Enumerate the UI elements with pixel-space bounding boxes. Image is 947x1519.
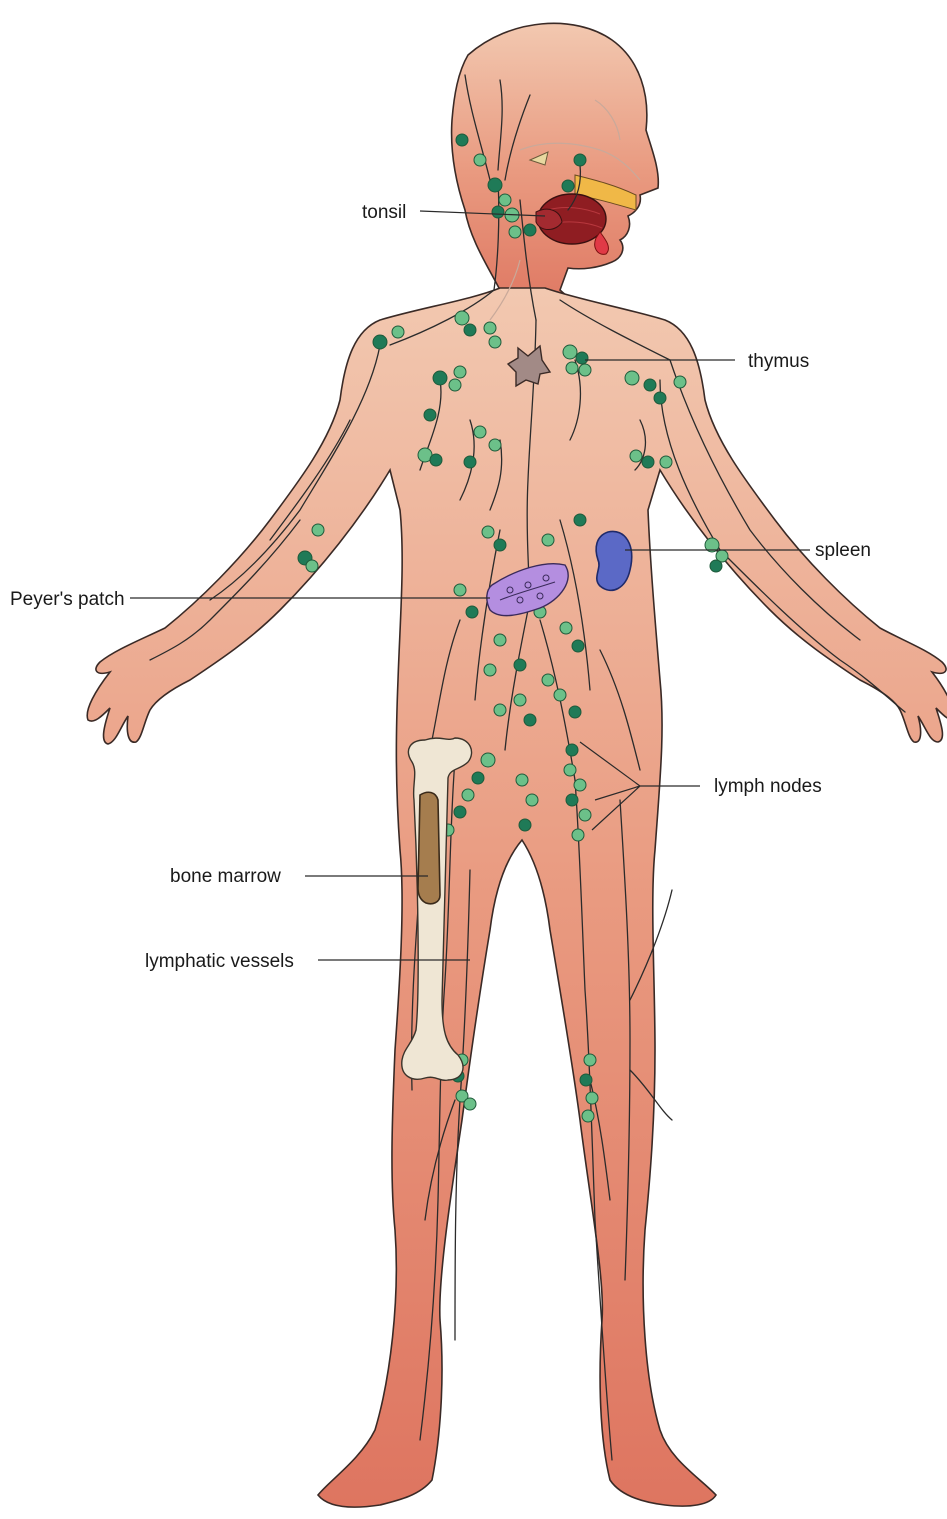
spleen-label: spleen xyxy=(815,540,871,561)
head xyxy=(452,23,659,320)
spleen-shape xyxy=(596,531,632,590)
peyers-patch-label: Peyer's patch xyxy=(10,589,125,610)
lymph-nodes-label: lymph nodes xyxy=(714,776,822,797)
lymphatic-vessels-label: lymphatic vessels xyxy=(145,951,294,972)
body-silhouette xyxy=(87,23,947,1507)
marrow-shape xyxy=(418,792,440,903)
bone-marrow-label: bone marrow xyxy=(170,866,281,887)
tonsil-label: tonsil xyxy=(362,202,406,223)
torso-limbs xyxy=(87,288,947,1507)
thymus-label: thymus xyxy=(748,351,809,372)
